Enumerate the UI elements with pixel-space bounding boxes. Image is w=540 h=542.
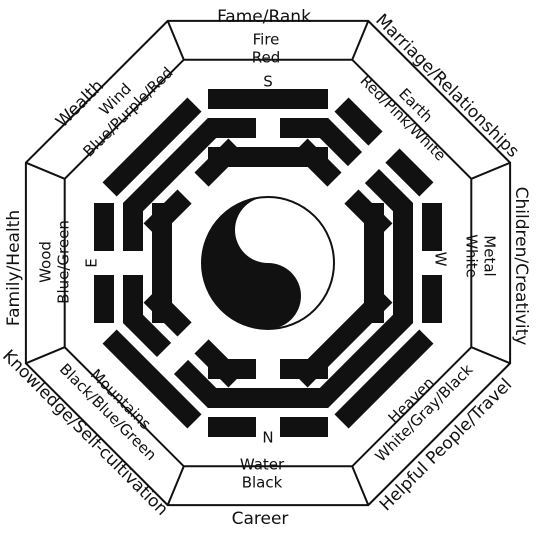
octagon-spoke [470,346,511,365]
trigram-line-solid [102,97,202,197]
octagon-spoke [25,161,66,180]
trigram-line-solid [393,203,413,323]
trigram-line-broken [280,359,328,379]
octagon-spoke [166,20,185,61]
trigram-e [364,203,442,323]
trigram-line-solid [102,329,202,429]
compass-left: E [83,258,101,267]
trigram-layer [94,89,442,437]
trigram-nw [102,97,243,238]
compass-bottom: N [262,429,273,447]
trigram-line-broken [94,275,114,323]
trigram-line-broken [385,148,434,197]
octagon-spoke [166,465,185,506]
octagon-spoke [25,346,66,365]
yin-dot [262,224,274,236]
trigram-line-broken [280,417,328,437]
octagon-frame [24,19,512,507]
trigram-line-broken [293,138,342,187]
trigram-line-broken [313,118,363,167]
outer-label-e: Children/Creativity [511,187,531,346]
outer-label-ne: Marriage/Relationships [371,10,522,161]
sector-e-colors: White [463,234,481,278]
trigram-line-broken [208,417,256,437]
octagon-spoke [470,161,511,180]
trigram-line-solid [123,118,223,218]
trigram-line-broken [422,275,442,323]
sector-s-name: Water [240,456,285,474]
trigram-line-broken [194,138,243,187]
sector-e-name: Metal [481,235,499,276]
yin-yang-symbol [201,196,335,330]
sector-s-colors: Black [242,474,283,492]
compass-top: S [263,73,273,91]
outer-label-n: Fame/Rank [217,7,311,27]
octagon-spoke [351,20,370,61]
sector-n-colors: Red [252,49,281,67]
outer-label-w: Family/Health [4,210,24,326]
yang-dot [262,290,274,302]
yin-half [202,197,301,329]
trigram-line-broken [194,339,243,388]
trigram-line-broken [334,97,383,146]
octagon-spoke [351,465,370,506]
outer-label-s: Career [232,509,289,529]
trigram-line-solid [208,388,328,408]
trigram-line-broken [422,203,442,251]
trigram-line-solid [208,89,328,109]
trigram-line-broken [94,203,114,251]
sector-w-colors: Blue/Green [55,220,73,304]
compass-right: W [432,252,450,267]
trigram-line-broken [173,359,223,408]
sector-n-name: Fire [253,31,280,49]
trigram-line-broken [143,189,192,238]
trigram-w [94,203,172,323]
trigram-line-solid [334,329,434,429]
sector-w-name: Wood [37,241,55,283]
trigram-line-solid [313,308,413,408]
trigram-line-broken [123,275,143,323]
